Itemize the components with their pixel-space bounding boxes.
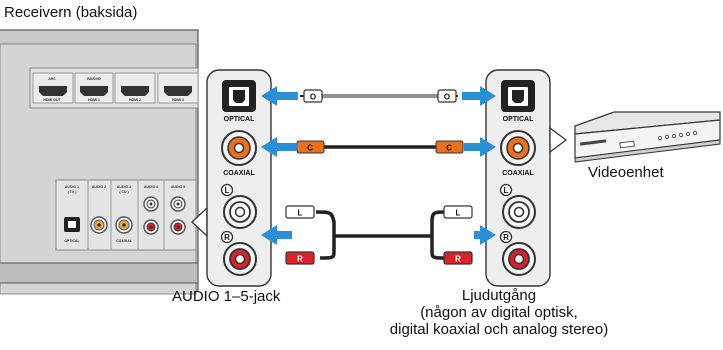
- svg-text:R: R: [455, 255, 461, 264]
- device-pointer: [549, 126, 568, 154]
- audio-jack-caption: AUDIO 1–5-jack: [172, 288, 281, 305]
- video-device-icon: [574, 111, 721, 163]
- optical-small-label: OPTICAL: [64, 239, 80, 243]
- optical-arrow-left: [261, 86, 298, 106]
- video-device-caption: Videoenhet: [588, 164, 664, 181]
- audio-output-caption: Ljudutgång (någon av digital optisk, dig…: [368, 287, 630, 338]
- svg-text:C: C: [446, 144, 452, 153]
- analog-l-plug-right: L: [443, 205, 473, 219]
- receiver-optical-port: [64, 217, 80, 232]
- right-optical-jack: [501, 80, 535, 112]
- hdmi-port: [80, 86, 108, 96]
- right-l-label: L: [504, 186, 509, 195]
- left-optical-jack: [222, 80, 256, 112]
- optical-cable: O O: [300, 89, 458, 103]
- coaxial-cable: C C: [296, 140, 464, 154]
- svg-text:O: O: [310, 93, 316, 102]
- optical-plug-left: O: [303, 89, 323, 103]
- right-r-marker: R: [499, 230, 513, 244]
- coax-plug-left: C: [296, 140, 325, 154]
- audio-header: AUDIO 3: [117, 185, 131, 189]
- left-optical-label: OPTICAL: [224, 116, 255, 123]
- right-l-marker: L: [499, 183, 513, 197]
- coax-plug-right: C: [435, 140, 464, 154]
- right-coaxial-label: COAXIAL: [502, 170, 534, 177]
- audio-header: AUDIO 4: [144, 185, 158, 189]
- audio-output-caption-line: digital koaxial och analog stereo): [389, 321, 609, 338]
- right-r-jack: [502, 242, 536, 276]
- hdmi-port: [164, 86, 192, 96]
- left-r-marker: R: [220, 230, 234, 244]
- receiver-analog-l-port: [143, 196, 159, 212]
- audio-subheader: ( CD ): [119, 190, 128, 194]
- hdmi-port: [121, 86, 149, 96]
- hdmi-label: HDMI 3: [172, 98, 184, 102]
- svg-text:O: O: [444, 93, 450, 102]
- hdmi-port: [39, 86, 67, 96]
- audio-header: AUDIO 5: [171, 185, 185, 189]
- right-optical-label: OPTICAL: [503, 116, 534, 123]
- right-r-label: R: [503, 233, 509, 242]
- audio-output-caption-line: (någon av digital optisk,: [420, 304, 578, 321]
- coax-arrow-right: [464, 137, 496, 157]
- analog-l-plug-left: L: [285, 205, 315, 219]
- hdmi-label: HDMI OUT: [43, 98, 61, 102]
- left-l-jack: [223, 195, 257, 229]
- analog-cable: L R L R: [285, 205, 473, 265]
- optical-plug-right: O: [437, 89, 457, 103]
- diagram-title: Receivern (baksida): [4, 4, 138, 21]
- audio-header: AUDIO 2: [92, 185, 106, 189]
- svg-text:C: C: [307, 144, 313, 153]
- right-l-jack: [502, 195, 536, 229]
- receiver-analog-r-port: [143, 219, 159, 235]
- optical-arrow-right: [462, 86, 496, 106]
- signal-arrows: [261, 86, 496, 245]
- audio-subheader: ( TV ): [68, 190, 77, 194]
- coaxial-small-label: COAXIAL: [116, 239, 133, 243]
- left-jack-panel: OPTICAL COAXIAL L R: [206, 69, 272, 287]
- receiver-rear-panel: ARC BD/DVD HDMI OUT HDMI 1 HDMI 2 HDMI 3…: [0, 29, 199, 295]
- left-r-label: R: [224, 233, 230, 242]
- hdmi-label: HDMI 2: [129, 98, 141, 102]
- left-coax-jack: [221, 130, 257, 166]
- analog-arrow-left: [261, 225, 292, 245]
- svg-text:L: L: [456, 209, 461, 218]
- left-r-jack: [223, 242, 257, 276]
- audio-output-caption-line: Ljudutgång: [461, 287, 537, 304]
- hdmi-top-label: BD/DVD: [87, 77, 101, 81]
- left-l-label: L: [225, 186, 230, 195]
- receiver-analog-l-port: [170, 196, 186, 212]
- svg-text:R: R: [297, 255, 303, 264]
- coax-arrow-left: [261, 137, 298, 157]
- audio-header: AUDIO 1: [65, 185, 79, 189]
- audio-ports: AUDIO 1 AUDIO 2 AUDIO 3 AUDIO 4 AUDIO 5 …: [55, 179, 197, 251]
- right-coax-jack: [500, 130, 536, 166]
- left-l-marker: L: [220, 183, 234, 197]
- receiver-coax-port: [90, 216, 108, 234]
- hdmi-top-label: ARC: [48, 77, 56, 81]
- hdmi-label: HDMI 1: [88, 98, 100, 102]
- svg-text:L: L: [298, 209, 303, 218]
- left-coaxial-label: COAXIAL: [223, 170, 255, 177]
- analog-r-plug-right: R: [443, 251, 473, 265]
- analog-arrow-right: [474, 225, 496, 245]
- hdmi-ports: ARC BD/DVD HDMI OUT HDMI 1 HDMI 2 HDMI 3: [29, 67, 199, 109]
- analog-r-plug-left: R: [285, 251, 315, 265]
- receiver-coax-port: [115, 216, 133, 234]
- receiver-analog-r-port: [170, 219, 186, 235]
- right-jack-panel: OPTICAL COAXIAL L R: [485, 69, 551, 287]
